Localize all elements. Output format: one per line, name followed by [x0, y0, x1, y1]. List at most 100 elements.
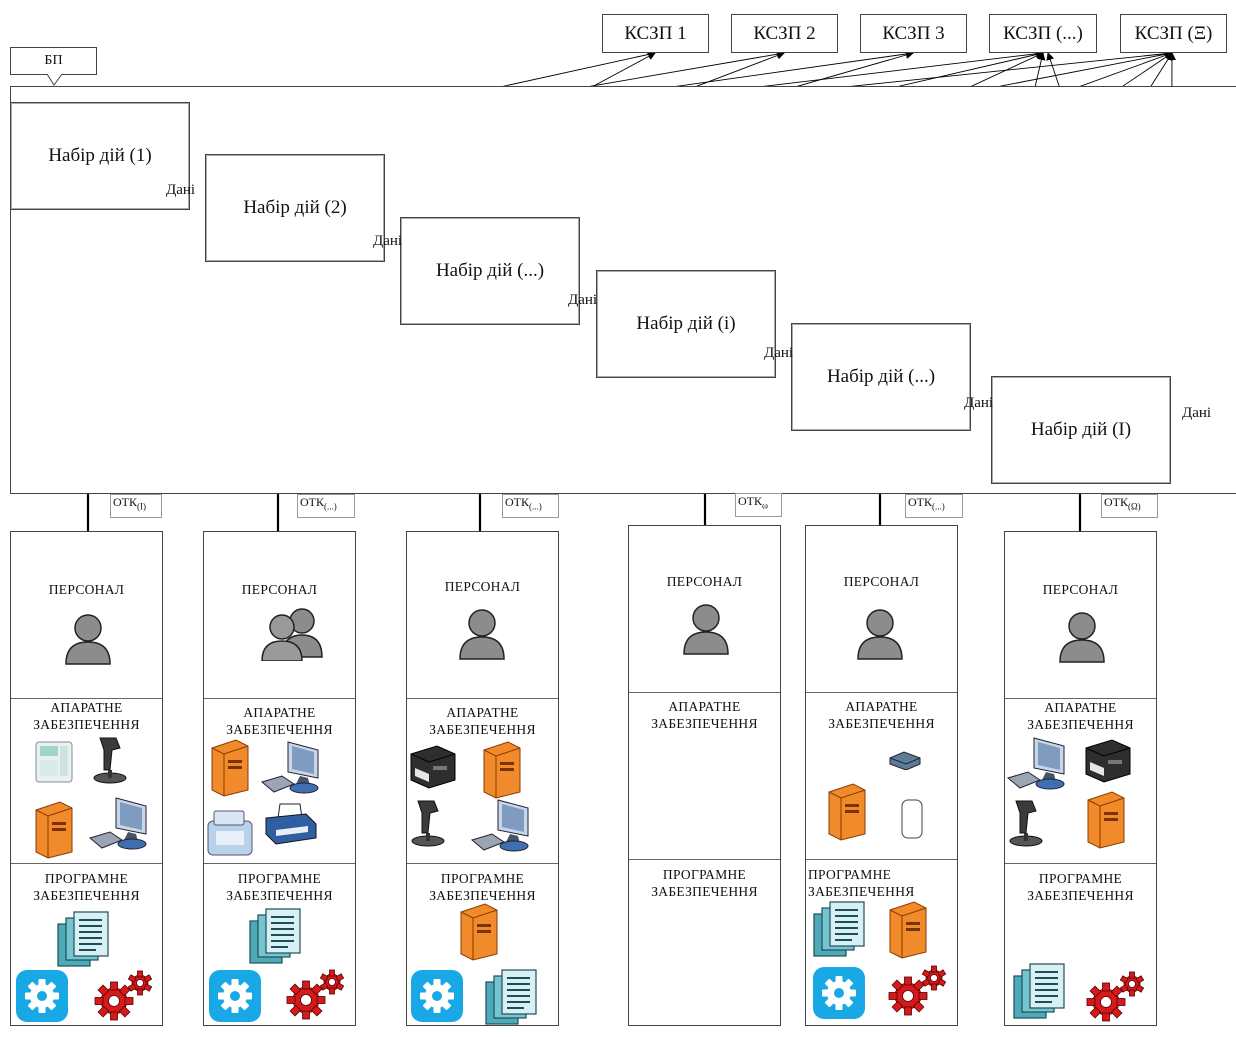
otk-label: ОТК(...) — [905, 494, 963, 518]
software-title: ПРОГРАМНЕ ЗАБЕЗПЕЧЕННЯ — [651, 867, 758, 899]
server-icon — [455, 902, 501, 967]
server-icon — [206, 738, 252, 803]
kszp-label: КСЗП 3 — [882, 22, 945, 44]
kszp-box-xi: КСЗП (Ξ) — [1120, 14, 1227, 53]
workstation-icon — [470, 796, 536, 861]
kszp-box-3: КСЗП 3 — [860, 14, 967, 53]
kszp-box-2: КСЗП 2 — [731, 14, 838, 53]
action-box-5: Набір дій (...) — [791, 323, 971, 431]
personnel-title: ПЕРСОНАЛ — [1042, 582, 1119, 597]
data-label: Дані — [964, 395, 994, 411]
hardware-section — [204, 698, 355, 699]
single-person-icon — [454, 605, 510, 666]
hardware-title: АПАРАТНЕ ЗАБЕЗПЕЧЕННЯ — [1027, 700, 1134, 732]
software-section — [11, 863, 162, 864]
bp-label: БП — [44, 53, 63, 68]
settings-app-icon — [14, 968, 70, 1029]
kszp-label: КСЗП (...) — [1003, 22, 1083, 44]
analyzer-icon — [32, 738, 76, 791]
software-title: ПРОГРАМНЕ ЗАБЕЗПЕЧЕННЯ — [1027, 871, 1134, 903]
group-people-icon — [258, 605, 328, 666]
personnel-title: ПЕРСОНАЛ — [48, 582, 125, 597]
label-printer-icon — [1082, 736, 1134, 789]
personnel-title: ПЕРСОНАЛ — [444, 579, 521, 594]
hardware-title: АПАРАТНЕ ЗАБЕЗПЕЧЕННЯ — [33, 700, 140, 732]
action-label: Набір дій (i) — [636, 313, 736, 334]
data-label: Дані — [166, 182, 196, 198]
single-person-icon — [60, 610, 116, 671]
hardware-section — [11, 698, 162, 699]
otk-label: ОТКω — [735, 493, 782, 517]
hardware-section — [1005, 698, 1156, 699]
server-icon — [478, 740, 524, 805]
software-section — [806, 859, 957, 860]
label-printer-icon — [407, 742, 459, 795]
gears-icon — [92, 969, 156, 1030]
action-box-4: Набір дій (i) — [596, 270, 776, 378]
software-section — [629, 859, 780, 860]
action-label: Набір дій (...) — [435, 260, 545, 281]
printer-icon — [262, 800, 318, 853]
workstation-icon — [1006, 734, 1072, 799]
ultrasound-device-icon — [204, 807, 258, 864]
otk-label: ОТК(I) — [110, 494, 162, 518]
hardware-title: АПАРАТНЕ ЗАБЕЗПЕЧЕННЯ — [651, 699, 758, 731]
data-label: Дані — [568, 292, 598, 308]
kszp-label: КСЗП (Ξ) — [1134, 22, 1213, 44]
software-title: ПРОГРАМНЕ ЗАБЕЗПЕЧЕННЯ — [33, 871, 140, 903]
action-box-2: Набір дій (2) — [205, 154, 385, 262]
settings-app-icon — [409, 968, 465, 1029]
kszp-label: КСЗП 1 — [624, 22, 687, 44]
otk-label: ОТК(Ω) — [1101, 494, 1158, 518]
barcode-scanner-icon — [1006, 797, 1050, 854]
server-icon — [1082, 790, 1128, 855]
software-section — [204, 863, 355, 864]
software-section — [407, 863, 558, 864]
settings-app-icon — [207, 968, 263, 1029]
resource-column-4: ПЕРСОНАЛ АПАРАТНЕ ЗАБЕЗПЕЧЕННЯ ПРОГРАМНЕ… — [628, 525, 781, 1026]
workstation-icon — [260, 738, 326, 803]
software-title: ПРОГРАМНЕ ЗАБЕЗПЕЧЕННЯ — [808, 867, 915, 899]
single-person-icon — [1054, 608, 1110, 669]
action-box-3: Набір дій (...) — [400, 217, 580, 325]
settings-app-icon — [811, 965, 867, 1026]
software-title: ПРОГРАМНЕ ЗАБЕЗПЕЧЕННЯ — [429, 871, 536, 903]
barcode-scanner-icon — [90, 734, 134, 791]
documents-icon — [52, 910, 114, 979]
data-label: Дані — [1182, 405, 1212, 421]
documents-icon — [480, 968, 542, 1037]
gears-icon — [886, 964, 950, 1025]
data-label: Дані — [764, 345, 794, 361]
otk-label: ОТК(...) — [297, 494, 355, 518]
single-person-icon — [852, 605, 908, 666]
action-label: Набір дій (...) — [826, 366, 936, 387]
kszp-box-1: КСЗП 1 — [602, 14, 709, 53]
hardware-title: АПАРАТНЕ ЗАБЕЗПЕЧЕННЯ — [828, 699, 935, 731]
hardware-section — [407, 698, 558, 699]
bp-tab: БП — [10, 47, 97, 75]
barcode-scanner-icon — [408, 797, 452, 854]
modem-icon — [888, 748, 922, 775]
personnel-title: ПЕРСОНАЛ — [666, 574, 743, 589]
documents-icon — [244, 907, 306, 976]
single-person-icon — [678, 600, 734, 661]
software-title: ПРОГРАМНЕ ЗАБЕЗПЕЧЕННЯ — [226, 871, 333, 903]
hardware-title: АПАРАТНЕ ЗАБЕЗПЕЧЕННЯ — [429, 705, 536, 737]
workstation-icon — [88, 794, 154, 859]
hardware-section — [629, 692, 780, 693]
usb-drive-icon — [900, 798, 924, 845]
gears-icon — [1084, 970, 1148, 1031]
gears-icon — [284, 968, 348, 1029]
action-label: Набір дій (2) — [243, 197, 347, 218]
server-icon — [884, 900, 930, 965]
documents-icon — [808, 900, 870, 969]
action-label: Набір дій (1) — [48, 145, 152, 166]
otk-label: ОТК(...) — [502, 494, 559, 518]
server-icon — [823, 782, 869, 847]
personnel-title: ПЕРСОНАЛ — [241, 582, 318, 597]
documents-icon — [1008, 962, 1070, 1031]
data-label: Дані — [373, 233, 403, 249]
server-icon — [30, 800, 76, 865]
action-box-6: Набір дій (I) — [991, 376, 1171, 484]
kszp-label: КСЗП 2 — [753, 22, 816, 44]
